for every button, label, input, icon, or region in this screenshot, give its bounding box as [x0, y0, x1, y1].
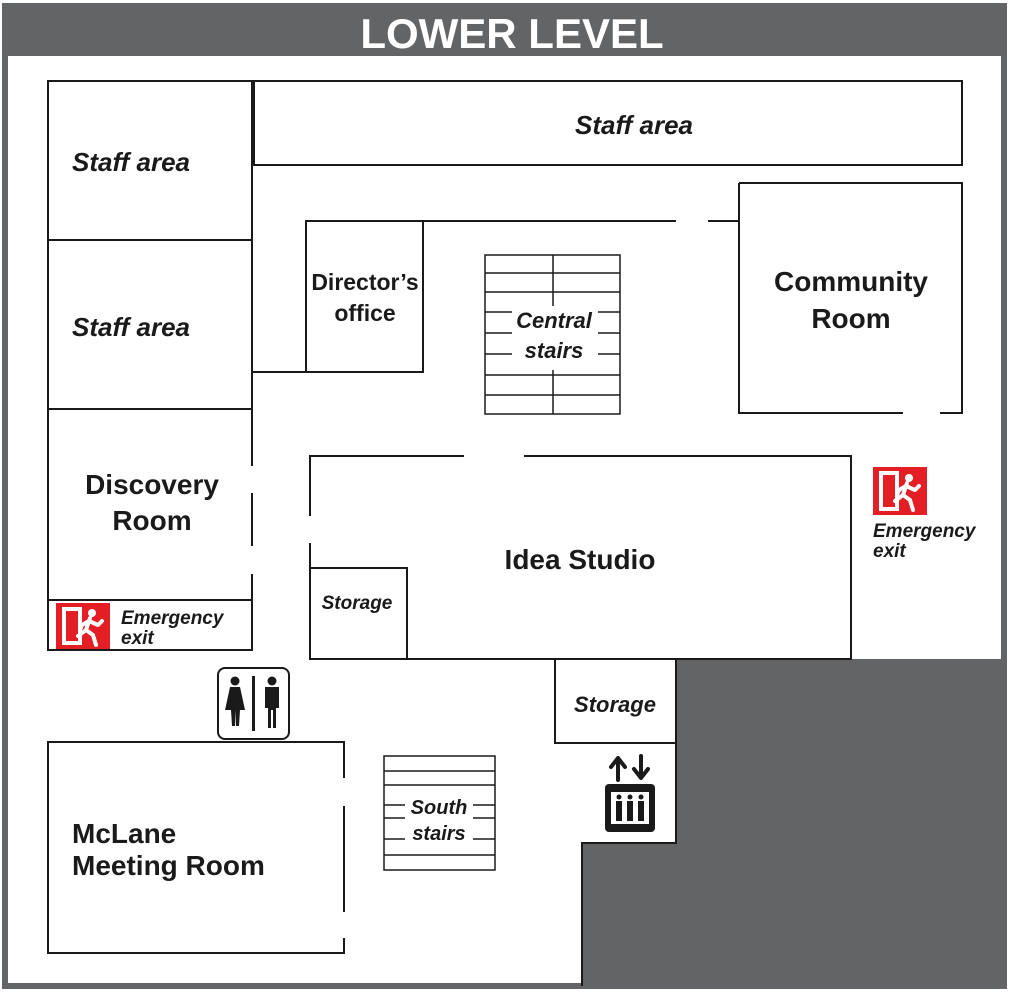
community-room-walls	[738, 182, 963, 414]
directors-office-room	[305, 220, 424, 373]
community-room-label-line-2: Room	[811, 303, 890, 334]
elevator-shaft-walls	[581, 743, 677, 986]
discovery-room-label-line-2: Room	[112, 505, 191, 536]
emergency-exit-right-label-line-2: exit	[873, 541, 906, 562]
staff-area-left-2-label: Staff area	[72, 312, 190, 342]
staff-area-top-label: Staff area	[575, 110, 693, 140]
restroom-icon	[217, 667, 290, 740]
community-room-label-line-1: Community	[774, 266, 928, 297]
emergency-exit-right-label-line-1: Emergency	[873, 521, 977, 542]
directors-office-label-line-2: office	[334, 300, 395, 326]
south-stairs-label-line-1: South	[411, 797, 468, 819]
elevator-icon	[605, 754, 655, 832]
corridor-wall	[251, 165, 306, 373]
south-stairs	[383, 755, 496, 871]
emergency-exit-icon	[56, 603, 110, 649]
discovery-room-label-line-1: Discovery	[85, 469, 219, 500]
staff-area-top-room	[253, 80, 963, 166]
emergency-exit-icon	[873, 467, 927, 515]
staff-area-left-1-label: Staff area	[72, 147, 190, 177]
storage-right-label: Storage	[574, 692, 656, 717]
mclane-room-label-line-1: McLane	[72, 818, 176, 849]
emergency-exit-left-label-line-1: Emergency	[121, 608, 225, 629]
storage-left-room	[309, 567, 408, 660]
unmapped-area	[582, 659, 1004, 986]
idea-studio-label: Idea Studio	[505, 544, 656, 575]
central-stairs	[484, 254, 621, 415]
storage-right-room	[554, 659, 677, 744]
central-stairs-label-line-1: Central	[516, 308, 593, 333]
emergency-exit-left-label-line-2: exit	[121, 628, 154, 649]
header-bar	[5, 6, 1004, 56]
central-stairs-label-line-2: stairs	[525, 338, 584, 363]
map-title: LOWER LEVEL	[360, 10, 663, 57]
storage-left-label: Storage	[322, 593, 393, 614]
directors-office-label-line-1: Director’s	[311, 269, 418, 295]
mclane-room-label-line-2: Meeting Room	[72, 850, 265, 881]
south-stairs-label-line-2: stairs	[412, 823, 465, 845]
mclane-room-walls	[47, 741, 345, 954]
discovery-room-walls	[47, 408, 253, 651]
